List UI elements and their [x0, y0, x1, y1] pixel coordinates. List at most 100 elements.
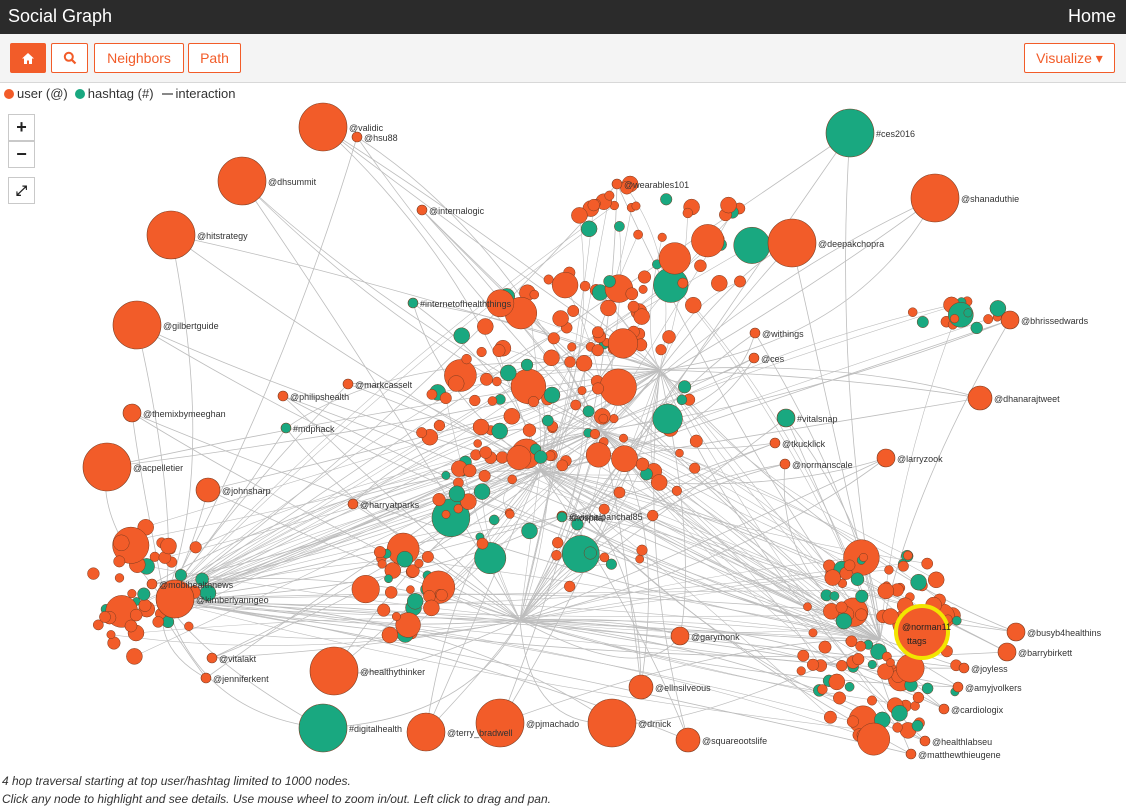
user-node[interactable] — [416, 427, 428, 439]
user-node[interactable] — [619, 433, 628, 443]
hashtag-node[interactable] — [963, 308, 973, 318]
user-node[interactable] — [529, 289, 540, 300]
hashtag-node[interactable] — [678, 380, 692, 394]
fit-screen-button[interactable]: ⤢ — [8, 177, 35, 204]
user-node[interactable] — [579, 280, 591, 292]
user-node[interactable] — [487, 396, 498, 406]
user-node-philipshealth[interactable] — [277, 390, 289, 402]
user-node[interactable] — [658, 242, 691, 275]
user-node-normanscale[interactable] — [779, 458, 791, 470]
user-node[interactable] — [441, 510, 451, 519]
user-node[interactable] — [92, 619, 104, 631]
user-node[interactable] — [439, 392, 452, 405]
hashtag-node[interactable] — [500, 364, 517, 382]
user-node-ellnsilveous[interactable] — [628, 674, 654, 700]
user-node-joyless[interactable] — [958, 662, 970, 674]
user-node[interactable] — [160, 537, 177, 555]
user-node-ces[interactable] — [748, 352, 760, 364]
user-node[interactable] — [691, 224, 725, 258]
hashtag-node-mdphack[interactable] — [280, 422, 292, 434]
user-node[interactable] — [564, 580, 576, 593]
hashtag-node[interactable] — [474, 542, 507, 575]
user-node[interactable] — [682, 207, 693, 219]
user-node[interactable] — [470, 449, 482, 461]
user-node[interactable] — [650, 474, 668, 491]
user-node-cardiologix[interactable] — [938, 703, 950, 715]
user-node[interactable] — [152, 616, 164, 628]
user-node-jenniferkent[interactable] — [200, 672, 212, 684]
user-node[interactable] — [377, 559, 387, 569]
user-node[interactable] — [591, 326, 604, 339]
hashtag-node[interactable] — [406, 593, 424, 610]
user-node[interactable] — [527, 396, 540, 408]
path-button[interactable]: Path — [188, 43, 241, 73]
user-node[interactable] — [611, 445, 638, 473]
hashtag-node[interactable] — [921, 682, 934, 695]
hashtag-node[interactable] — [520, 358, 534, 372]
user-node[interactable] — [657, 232, 667, 242]
user-node[interactable] — [631, 201, 641, 211]
user-node[interactable] — [87, 567, 100, 580]
user-node-terry_bradwell[interactable] — [406, 712, 446, 752]
hashtag-node[interactable] — [603, 275, 616, 288]
user-node[interactable] — [473, 439, 482, 448]
user-node[interactable] — [637, 270, 652, 284]
graph-nodes[interactable] — [82, 102, 1026, 760]
user-node[interactable] — [567, 305, 580, 317]
user-node[interactable] — [114, 573, 125, 583]
user-node[interactable] — [877, 582, 895, 600]
user-node[interactable] — [113, 555, 126, 568]
user-node[interactable] — [113, 534, 130, 552]
user-node[interactable] — [677, 277, 689, 289]
hashtag-node[interactable] — [970, 321, 983, 335]
user-node[interactable] — [543, 349, 560, 367]
hashtag-node[interactable] — [652, 403, 683, 434]
user-node[interactable] — [567, 342, 577, 352]
user-node-mobihealthnews[interactable] — [146, 578, 158, 590]
hashtag-node[interactable] — [660, 193, 673, 206]
hashtag-node[interactable] — [488, 514, 500, 526]
user-node[interactable] — [570, 399, 582, 411]
user-node[interactable] — [613, 486, 626, 499]
user-node-acpelletier[interactable] — [82, 442, 132, 492]
user-node[interactable] — [598, 413, 609, 424]
hashtag-node[interactable] — [867, 659, 877, 670]
user-node[interactable] — [476, 537, 489, 550]
user-node-withings[interactable] — [749, 327, 761, 339]
user-node[interactable] — [381, 626, 399, 644]
user-node[interactable] — [662, 330, 676, 344]
user-node-deepakchopra[interactable] — [767, 218, 817, 268]
user-node[interactable] — [867, 695, 877, 706]
hashtag-node[interactable] — [441, 470, 451, 480]
user-node[interactable] — [921, 557, 934, 570]
user-node[interactable] — [796, 666, 806, 676]
user-node[interactable] — [886, 658, 895, 667]
user-node-busyb4healthins[interactable] — [1006, 622, 1026, 642]
user-node[interactable] — [855, 640, 867, 652]
user-node[interactable] — [577, 386, 587, 396]
visualize-dropdown[interactable]: Visualize ▾ — [1024, 43, 1115, 73]
user-node[interactable] — [589, 428, 601, 440]
home-button[interactable] — [10, 43, 46, 73]
user-node[interactable] — [803, 602, 812, 612]
user-node[interactable] — [585, 442, 612, 468]
user-node[interactable] — [564, 356, 576, 368]
user-node[interactable] — [138, 598, 152, 612]
user-node[interactable] — [846, 715, 859, 728]
hashtag-node[interactable] — [844, 681, 855, 692]
user-node[interactable] — [435, 589, 448, 602]
user-node[interactable] — [496, 451, 509, 464]
user-node[interactable] — [835, 601, 848, 614]
user-node-squareootslife[interactable] — [675, 727, 701, 753]
user-node[interactable] — [828, 673, 846, 691]
user-node-hsu88[interactable] — [351, 131, 363, 143]
user-node[interactable] — [591, 344, 604, 357]
user-node[interactable] — [836, 660, 848, 672]
user-node-tkucklick[interactable] — [769, 437, 781, 449]
user-node-amyjvolkers[interactable] — [952, 681, 964, 693]
selected-node-group[interactable]: @norman11 ttags — [894, 604, 951, 660]
user-node[interactable] — [950, 314, 960, 324]
user-node[interactable] — [463, 463, 477, 478]
hashtag-node[interactable] — [580, 220, 598, 238]
user-node[interactable] — [129, 608, 143, 622]
